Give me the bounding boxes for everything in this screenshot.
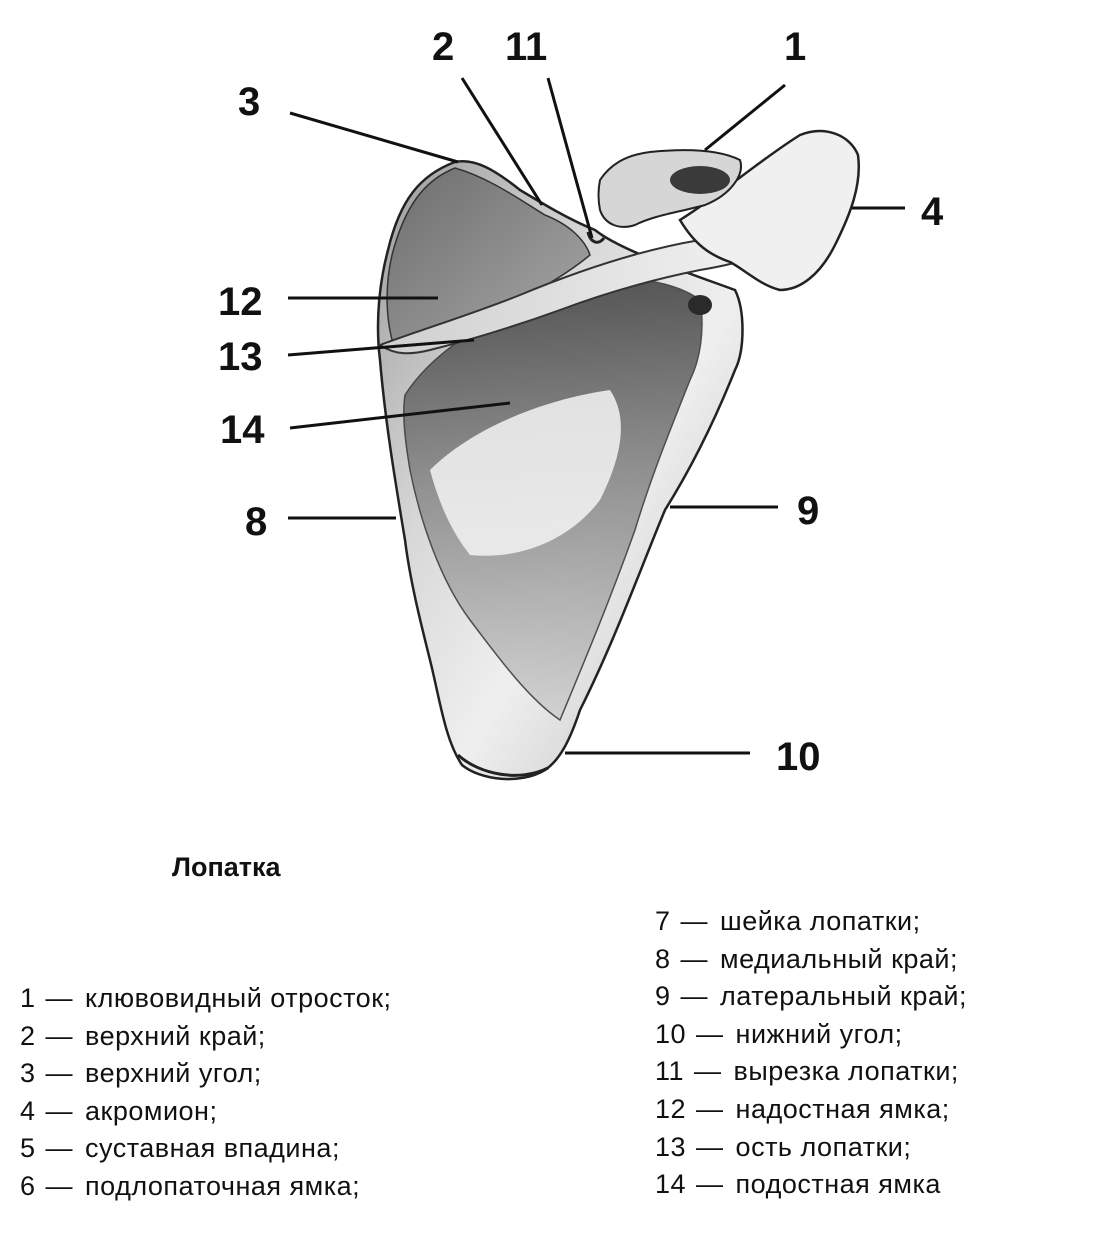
legend-text: медиальный край;: [720, 943, 959, 974]
legend-number: 11: [655, 1056, 685, 1087]
legend-separator: —: [696, 1093, 724, 1124]
callout-13: 13: [218, 335, 263, 379]
legend-separator: —: [696, 1131, 724, 1162]
callout-4: 4: [921, 190, 944, 234]
legend-number: 4: [20, 1095, 36, 1126]
legend-item: 7 — шейка лопатки;: [655, 903, 967, 941]
legend-item: 4 — акромион;: [20, 1093, 392, 1131]
legend-number: 12: [655, 1093, 687, 1124]
scapula-body: [376, 129, 860, 781]
callout-3: 3: [238, 80, 260, 124]
legend-text: клювовидный отросток;: [85, 983, 392, 1013]
legend-item: 10 — нижний угол;: [655, 1016, 967, 1054]
legend-item: 1 — клювовидный отросток;: [20, 980, 392, 1018]
callout-labels: 1 2 3 4 8 9 10 11 12 13 14: [218, 25, 944, 779]
legend-text: латеральный край;: [720, 981, 967, 1012]
legend-text: верхний угол;: [85, 1058, 262, 1089]
legend-separator: —: [45, 983, 74, 1013]
leader-1: [704, 83, 786, 152]
legend-item: 13 — ость лопатки;: [655, 1129, 967, 1167]
legend-item: 11 — вырезка лопатки;: [655, 1053, 967, 1091]
legend-separator: —: [45, 1133, 74, 1164]
legend-item: 2 — верхний край;: [20, 1018, 392, 1056]
legend-text: ость лопатки;: [735, 1131, 912, 1162]
figure-caption: Лопатка: [172, 852, 281, 882]
legend-number: 13: [655, 1131, 687, 1162]
leader-14: [289, 401, 511, 430]
legend-separator: —: [696, 1018, 724, 1049]
legend-text: вырезка лопатки;: [733, 1056, 959, 1087]
legend-number: 3: [20, 1058, 36, 1089]
leader-2: [460, 77, 544, 206]
legend-text: нижний угол;: [735, 1018, 903, 1049]
legend-separator: —: [45, 1020, 74, 1051]
callout-11: 11: [505, 25, 547, 69]
legend-item: 12 — надостная ямка;: [655, 1091, 967, 1129]
legend-number: 6: [20, 1170, 36, 1201]
legend-number: 7: [655, 906, 671, 936]
legend-text: подлопаточная ямка;: [85, 1170, 361, 1201]
legend-number: 9: [655, 981, 671, 1012]
legend-text: суставная впадина;: [85, 1133, 340, 1164]
legend-number: 2: [20, 1020, 36, 1051]
leader-3: [289, 111, 459, 164]
callout-9: 9: [797, 489, 819, 533]
legend-item: 9 — латеральный край;: [655, 978, 967, 1016]
legend-separator: —: [696, 1169, 724, 1200]
legend-item: 8 — медиальный край;: [655, 941, 967, 979]
callout-2: 2: [432, 25, 454, 69]
legend-item: 5 — суставная впадина;: [20, 1130, 392, 1168]
callout-10: 10: [776, 735, 821, 779]
legend-item: 3 — верхний угол;: [20, 1055, 392, 1093]
legend-separator: —: [680, 943, 709, 974]
callout-1: 1: [784, 25, 806, 69]
legend-separator: —: [45, 1095, 74, 1126]
legend-separator: —: [45, 1170, 74, 1201]
legend-text: подостная ямка: [735, 1169, 941, 1200]
legend-left-column: 1—клювовидный отросток; 2—верхний край; …: [20, 980, 392, 1206]
legend-number: 8: [655, 943, 671, 974]
legend-separator: —: [694, 1056, 722, 1087]
scapula-illustration: 1 2 3 4 8 9 10 11 12 13 14: [218, 25, 944, 781]
legend-item: 6 — подлопаточная ямка;: [20, 1168, 392, 1206]
legend-separator: —: [45, 1058, 74, 1089]
legend-text: верхний край;: [85, 1020, 266, 1051]
legend-separator: —: [680, 981, 709, 1012]
legend-text: надостная ямка;: [735, 1093, 950, 1124]
legend-number: 14: [655, 1169, 687, 1200]
legend-number: 10: [655, 1018, 687, 1049]
callout-8: 8: [245, 500, 267, 544]
legend-text: акромион;: [85, 1095, 218, 1126]
leader-13: [287, 338, 475, 357]
callout-14: 14: [220, 408, 265, 452]
callout-12: 12: [218, 280, 263, 324]
legend-text: шейка лопатки;: [720, 906, 921, 936]
legend-number: 1: [20, 983, 36, 1013]
legend-item: 14 — подостная ямка: [655, 1166, 967, 1204]
leader-11: [546, 77, 594, 239]
leader-lines: [287, 77, 905, 755]
legend-number: 5: [20, 1133, 36, 1164]
legend-separator: —: [680, 906, 709, 936]
legend-right-column: 7 — шейка лопатки; 8 — медиальный край; 9 — ла…: [655, 903, 967, 1204]
